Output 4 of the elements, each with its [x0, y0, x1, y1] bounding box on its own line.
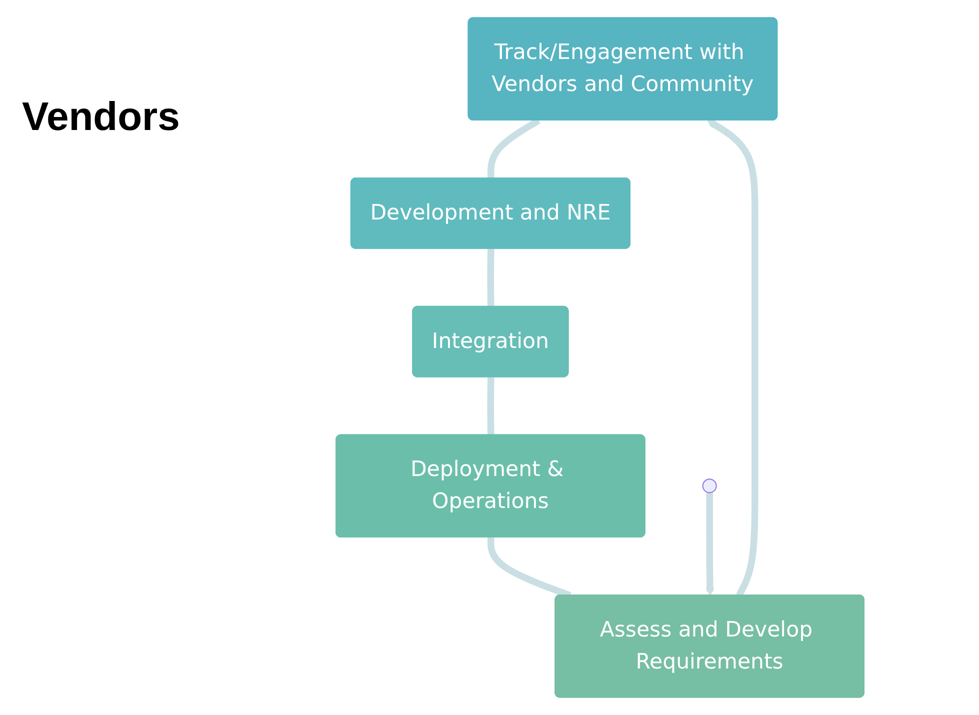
connector: [487, 248, 494, 307]
connector: [487, 377, 494, 436]
diagram-title: Vendors: [22, 95, 180, 140]
arrow: [706, 492, 714, 596]
